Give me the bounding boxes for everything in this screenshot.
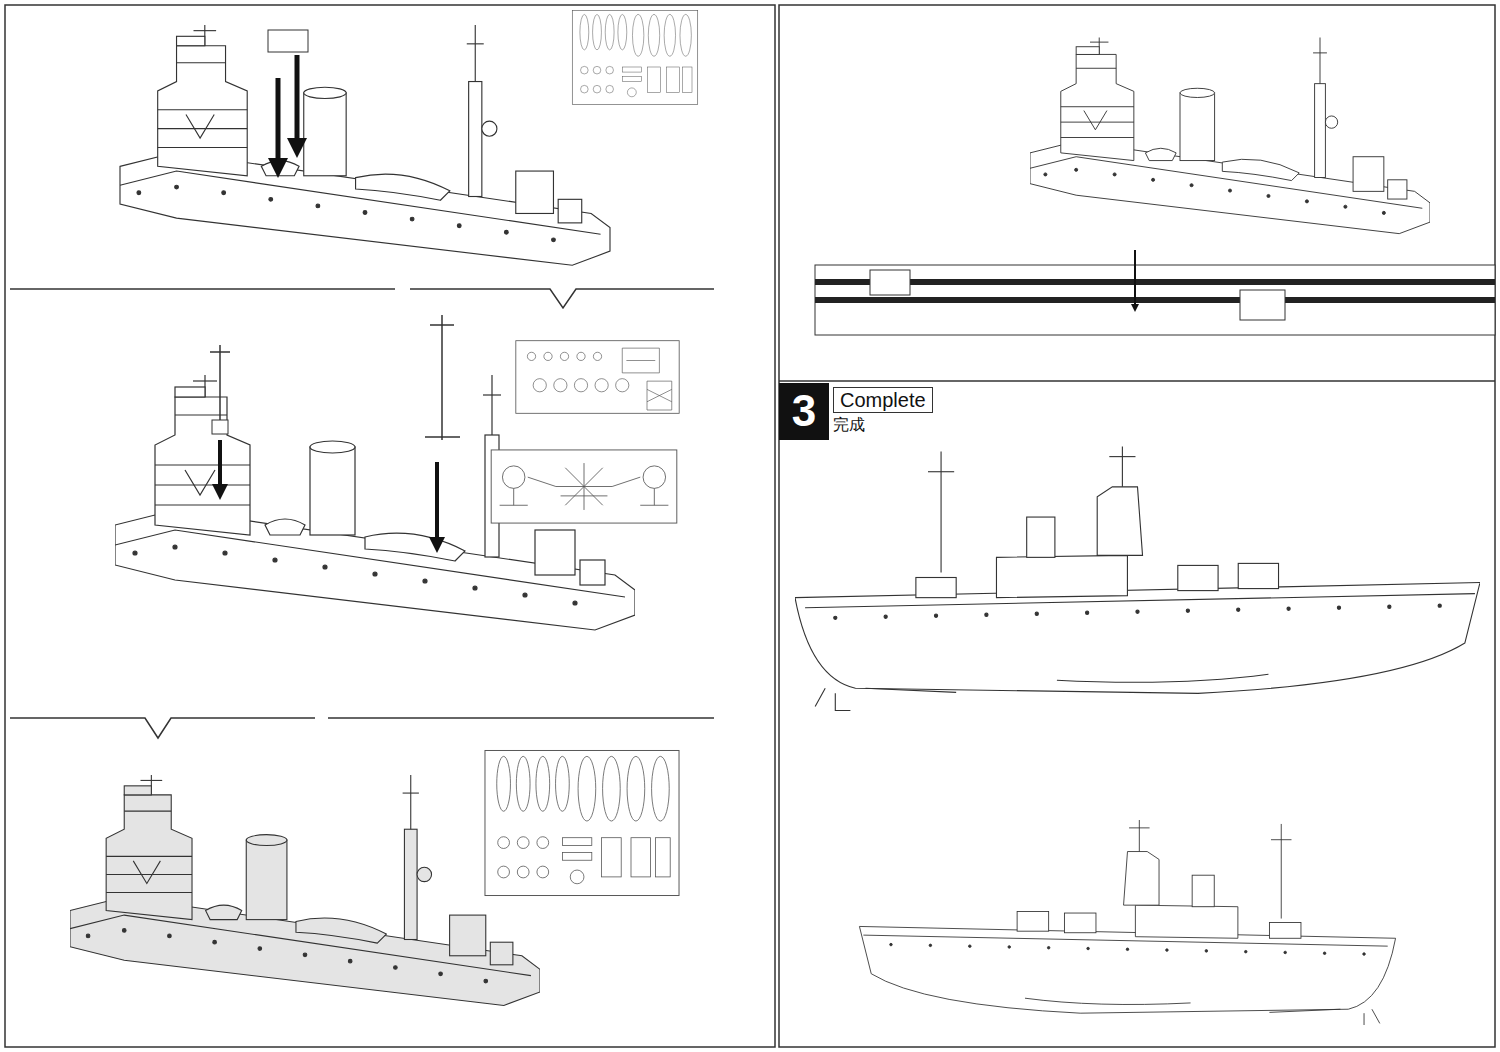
drawing-part <box>219 345 221 420</box>
panel-frames <box>5 5 1495 1047</box>
drawing-part <box>212 420 228 434</box>
step-number-box: 3 <box>779 383 829 440</box>
drawing-part <box>859 820 1395 1027</box>
step-top-left <box>120 11 698 266</box>
drawing-part <box>870 270 910 295</box>
drawing-part <box>10 718 315 738</box>
drawing-part <box>70 775 540 1005</box>
step-top-right <box>815 38 1495 336</box>
drawing-part <box>795 447 1480 711</box>
drawing-part <box>779 5 1495 1047</box>
drawing-part <box>430 324 454 326</box>
drawing-part <box>859 820 1395 1027</box>
step-middle-left <box>115 315 679 630</box>
drawing-part <box>779 380 1495 382</box>
drawing-part <box>815 265 1495 335</box>
drawing-part <box>1030 38 1430 234</box>
drawing-part <box>516 341 679 414</box>
step-label: 3 <box>792 385 816 438</box>
drawing-part <box>815 282 1495 300</box>
drawing-part <box>410 289 714 308</box>
drawing-part <box>328 717 714 719</box>
drawing-part <box>268 30 308 52</box>
drawing-part <box>210 351 230 353</box>
drawing-part <box>10 288 395 290</box>
step-sublabel: 完成 <box>833 415 933 434</box>
step-title-box: Complete 完成 <box>833 387 933 434</box>
drawing-part <box>5 5 775 1047</box>
drawing-part <box>435 462 439 545</box>
drawing-part <box>218 440 222 492</box>
drawing-part <box>276 78 281 168</box>
complete-ships <box>795 447 1480 1027</box>
step-bottom-left <box>70 750 679 1005</box>
drawing-part <box>425 436 460 438</box>
drawing-part <box>1134 250 1136 308</box>
drawing-part <box>295 55 300 148</box>
drawing-part <box>485 750 679 895</box>
drawing-part <box>1240 290 1285 320</box>
drawing-part <box>491 450 677 523</box>
step-label: Complete <box>833 387 933 413</box>
drawing-part <box>120 25 610 265</box>
drawing-part <box>441 315 443 440</box>
drawing-part <box>572 11 697 105</box>
